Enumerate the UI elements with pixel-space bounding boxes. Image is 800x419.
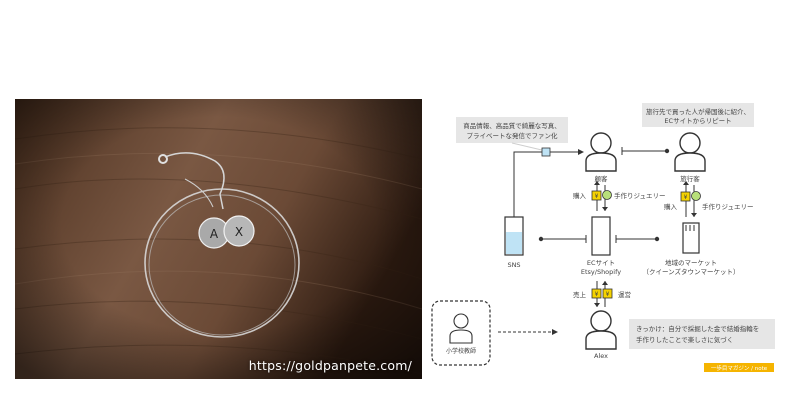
svg-text:¥: ¥ xyxy=(595,291,599,298)
svg-text:商品情報、高品質で綺麗な写真、: 商品情報、高品質で綺麗な写真、 xyxy=(463,121,561,130)
svg-text:一歩目マガジン / note: 一歩目マガジン / note xyxy=(711,364,768,372)
svg-text:地域のマーケット: 地域のマーケット xyxy=(665,258,717,267)
traveler-node: 旅行客 xyxy=(674,132,706,183)
person-icon xyxy=(679,132,701,154)
svg-text:旅行先で買った人が帰国後に紹介、: 旅行先で買った人が帰国後に紹介、 xyxy=(646,107,750,116)
edge-label-purchase-2: 購入 xyxy=(664,202,678,211)
svg-text:¥: ¥ xyxy=(684,194,688,201)
photo-watermark: https://goldpanpete.com/ xyxy=(248,358,412,373)
svg-text:ECサイトからリピート: ECサイトからリピート xyxy=(664,117,731,125)
svg-text:ECサイト: ECサイト xyxy=(587,259,615,267)
necklace-image: A X xyxy=(15,99,422,379)
svg-text:¥: ¥ xyxy=(595,193,599,200)
svg-text:SNS: SNS xyxy=(507,261,520,269)
edge-label-sales: 売上 xyxy=(573,290,587,299)
svg-text:プライベートな発信でファン化: プライベートな発信でファン化 xyxy=(467,131,559,140)
edge-label-purchase: 購入 xyxy=(573,191,587,200)
customer-node: 顧客 xyxy=(585,132,617,183)
person-icon xyxy=(590,132,612,154)
edge-label-handmade: 手作りジュエリー xyxy=(614,191,666,200)
svg-text:（クイーンズタウンマーケット）: （クイーンズタウンマーケット） xyxy=(642,267,739,276)
market-node: 地域のマーケット （クイーンズタウンマーケット） xyxy=(642,222,740,276)
svg-text:きっかけ：自分で採掘した金で結婚指輪を: きっかけ：自分で採掘した金で結婚指輪を xyxy=(636,324,759,333)
edge-label-handmade-2: 手作りジュエリー xyxy=(702,202,754,211)
svg-text:Alex: Alex xyxy=(594,352,608,360)
person-icon xyxy=(453,313,469,329)
sns-node: SNS xyxy=(504,216,524,269)
necklace-photo: A X https://goldpanpete.com/ xyxy=(15,99,422,379)
note-top-right: 旅行先で買った人が帰国後に紹介、 ECサイトからリピート xyxy=(642,103,754,127)
svg-text:顧客: 顧客 xyxy=(595,174,609,183)
svg-text:手作りしたことで楽しさに気づく: 手作りしたことで楽しさに気づく xyxy=(636,335,733,344)
alex-node: Alex xyxy=(585,310,617,360)
note-top-left: 商品情報、高品質で綺麗な写真、 プライベートな発信でファン化 xyxy=(456,117,568,152)
note-bottom-right: きっかけ：自分で採掘した金で結婚指輪を 手作りしたことで楽しさに気づく xyxy=(629,319,775,349)
ec-site-node: ECサイト Etsy/Shopify xyxy=(581,216,621,276)
svg-text:小学校教師: 小学校教師 xyxy=(446,347,476,355)
business-model-diagram: 商品情報、高品質で綺麗な写真、 プライベートな発信でファン化 旅行先で買った人が… xyxy=(428,99,800,379)
teacher-node: 小学校教師 xyxy=(431,300,491,366)
svg-text:Etsy/Shopify: Etsy/Shopify xyxy=(581,268,621,276)
person-icon xyxy=(590,310,612,332)
edge-label-operation: 運営 xyxy=(618,290,631,299)
credit-badge: 一歩目マガジン / note xyxy=(704,363,774,372)
svg-text:旅行客: 旅行客 xyxy=(680,174,700,183)
svg-text:¥: ¥ xyxy=(606,291,610,298)
